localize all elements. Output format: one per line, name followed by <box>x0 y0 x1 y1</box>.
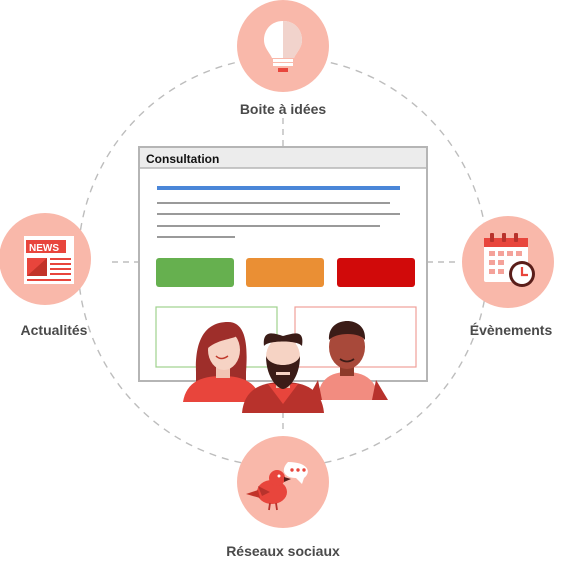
bearded-man-avatar <box>242 333 324 413</box>
text-line <box>157 236 235 238</box>
green-button[interactable] <box>156 258 234 287</box>
calendar-clock-icon <box>484 233 535 287</box>
news-node[interactable] <box>0 213 91 305</box>
ideas-label: Boite à idées <box>239 101 327 117</box>
ideas-node[interactable] <box>237 0 329 92</box>
social-label: Réseaux sociaux <box>226 543 340 559</box>
newspaper-icon <box>24 236 74 284</box>
red-button[interactable] <box>337 258 415 287</box>
events-node[interactable] <box>462 216 554 308</box>
social-node[interactable] <box>237 436 329 528</box>
orange-button[interactable] <box>246 258 324 287</box>
events-label: Évènements <box>469 322 553 338</box>
window-title: Consultation <box>146 152 220 166</box>
people-illustration <box>183 321 388 413</box>
news-label: Actualités <box>20 322 88 338</box>
lightbulb-icon <box>264 21 302 72</box>
news-badge-text: NEWS <box>29 243 59 254</box>
man-avatar <box>307 321 388 400</box>
woman-avatar <box>183 322 261 402</box>
window-titlebar <box>140 148 426 168</box>
text-line <box>157 213 400 215</box>
text-line <box>157 225 380 227</box>
bird-chat-icon <box>246 462 308 511</box>
heading-line <box>157 186 400 190</box>
text-line <box>157 202 390 204</box>
